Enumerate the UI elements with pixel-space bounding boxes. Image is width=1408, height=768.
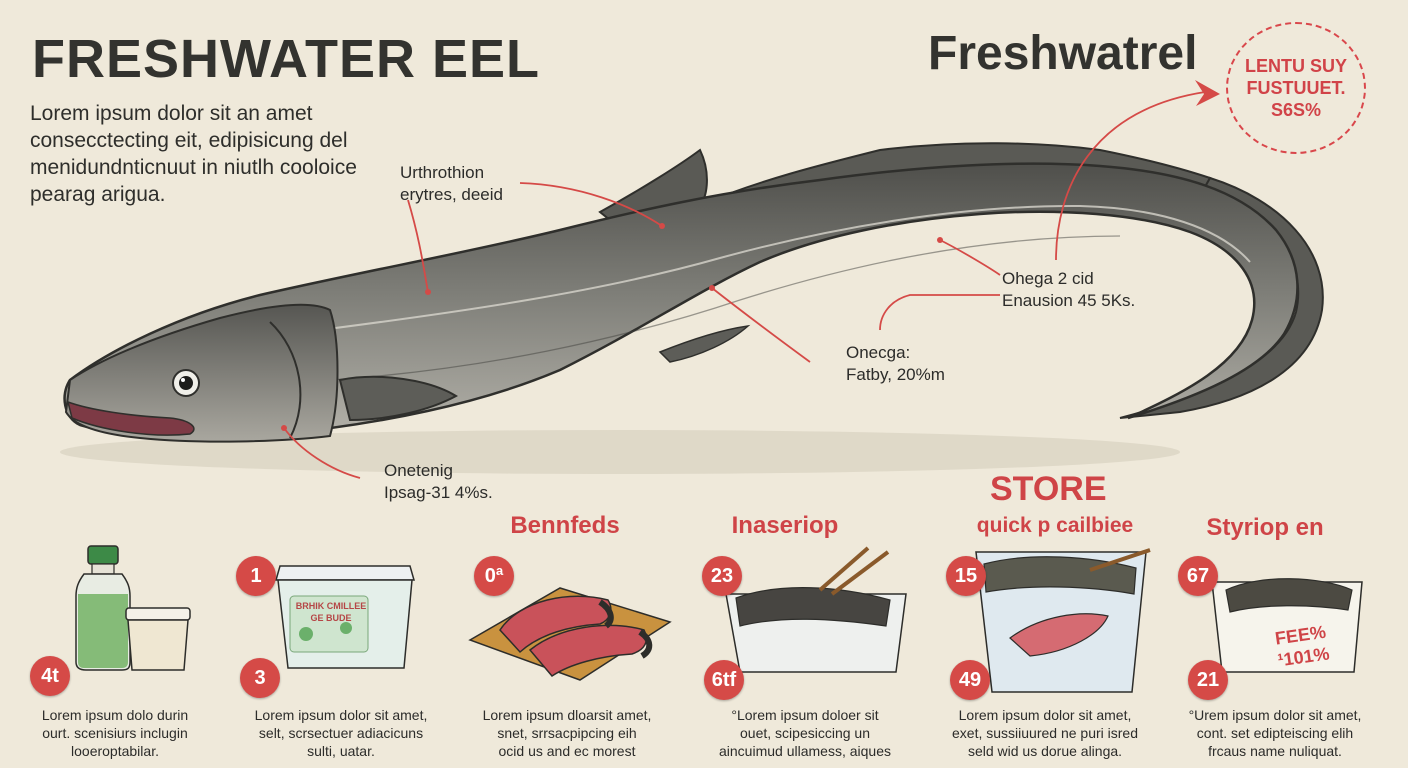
number-badge: 3	[240, 658, 280, 698]
caption: Lorem ipsum dolo durin ourt. scenisiurs …	[41, 707, 189, 759]
leader-dot	[937, 237, 943, 243]
number-badge: 67	[1178, 556, 1218, 596]
caption: Lorem ipsum dolor sit amet, exet, sussii…	[952, 707, 1138, 759]
leader-top	[519, 182, 663, 227]
callout-top: Urthrothion erytres, deeid	[400, 163, 503, 204]
storage-illustrations	[75, 545, 1363, 693]
caption: °Urem ipsum dolor sit amet, cont. set ed…	[1188, 707, 1362, 759]
eel-body	[63, 162, 1299, 440]
leader-omega-right	[939, 239, 1001, 276]
leader-dot	[659, 223, 665, 229]
heading-styriop: Styriop en	[1206, 514, 1324, 541]
secondary-title: Freshwatrel	[928, 27, 1198, 80]
body-contour	[329, 235, 1121, 381]
callout-omega-right: Ohega 2 cid Enausion 45 5Ks.	[1002, 269, 1136, 310]
callout-omega-mid: Onecga: Fatby, 20%m	[846, 343, 945, 384]
number-badge: 21	[1188, 660, 1228, 700]
leader-omega-mid-horizontal	[879, 294, 1000, 331]
page-title: FRESHWATER EEL	[32, 29, 541, 89]
leader-badge	[1055, 91, 1206, 261]
caption: °Lorem ipsum doloer sit ouet, scipesicci…	[719, 707, 891, 759]
heading-store: STORE	[990, 470, 1107, 508]
caption: Lorem ipsum dloarsit amet, snet, srrsacp…	[482, 707, 652, 759]
eel-pupil	[179, 376, 193, 390]
number-badge: 6tf	[704, 660, 744, 700]
container-label-line2: GE BUDE	[310, 613, 352, 623]
leader-head	[283, 427, 361, 479]
pectoral-fin	[338, 375, 459, 422]
container-label: BRHIK CMILLEE GE BUDE	[292, 600, 370, 624]
cutting-board-icon	[468, 587, 672, 681]
leader-left	[407, 199, 429, 293]
eel-shadow	[60, 430, 1180, 474]
eel-eye-glint	[181, 378, 185, 382]
leader-omega-mid	[711, 287, 811, 363]
leader-dot	[709, 285, 715, 291]
number-badge: 4t	[30, 656, 70, 696]
bottle-icon	[75, 545, 131, 671]
gill-cover	[269, 321, 302, 439]
number-badge: 1	[236, 556, 276, 596]
intro-text: Lorem ipsum dolor sit an amet consecctec…	[30, 102, 357, 206]
heading-store-sub: quick p cailbiee	[976, 514, 1134, 537]
container-icon	[275, 565, 415, 669]
jar-icon	[125, 607, 191, 671]
eel-tray-icon	[725, 546, 907, 673]
container-label-line1: BRHIK CMILLEE	[295, 601, 367, 611]
eel-head	[64, 303, 339, 443]
stat-badge-line1: LENTU SUY	[1244, 56, 1347, 76]
ice-container-icon	[975, 548, 1151, 693]
leader-dot	[281, 425, 287, 431]
number-badge: 23	[702, 556, 742, 596]
caption: Lorem ipsum dolor sit amet, selt, scrsec…	[254, 707, 428, 759]
eel-mouth	[66, 400, 195, 436]
lateral-line	[319, 204, 1251, 331]
ventral-fin	[658, 324, 751, 363]
arrow-icon	[1195, 80, 1220, 106]
callout-head: Onetenig Ipsag-31 4%s.	[384, 461, 493, 502]
stat-badge: LENTU SUY FUSTUUET. S6S%	[1226, 22, 1366, 154]
heading-benefits: Bennfeds	[510, 512, 620, 539]
number-badge: 49	[950, 660, 990, 700]
storage-box-icon	[1211, 578, 1363, 673]
stat-badge-line2: FUSTUUET.	[1246, 78, 1346, 98]
heading-inaseriop: Inaseriop	[731, 512, 839, 539]
number-badge: 15	[946, 556, 986, 596]
number-badge: 0ª	[474, 556, 514, 596]
stat-badge-line3: S6S%	[1270, 100, 1322, 120]
leader-dot	[425, 289, 431, 295]
